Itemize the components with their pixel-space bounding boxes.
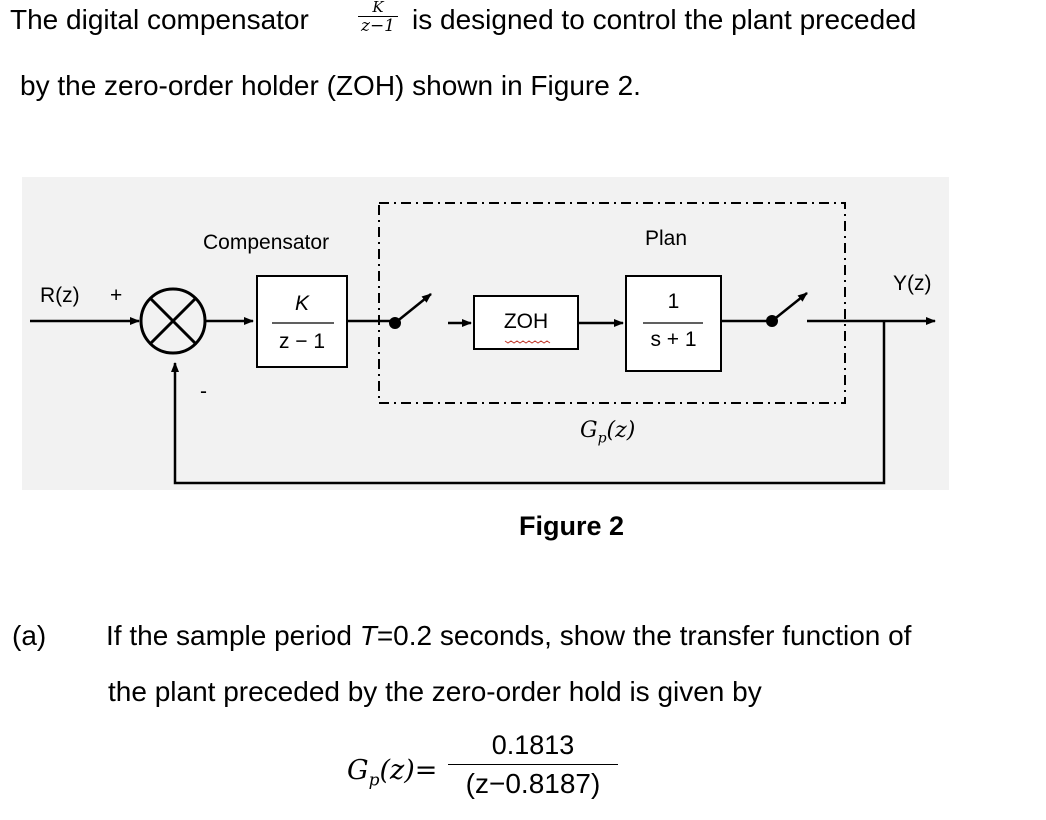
intro-frac-bar xyxy=(358,16,398,17)
gp-label: Gp(z) xyxy=(580,418,636,447)
plant-block-den: s + 1 xyxy=(650,328,697,351)
intro-frac-den: z−1 xyxy=(360,16,396,36)
comp-block-num: K xyxy=(294,292,309,315)
zoh-label: ZOH xyxy=(503,310,549,333)
intro-text-after: is designed to control the plant precede… xyxy=(412,4,917,35)
compensator-fraction: K z−1 xyxy=(358,0,398,35)
question-line-2: the plant preceded by the zero-order hol… xyxy=(108,676,762,707)
minus-sign: - xyxy=(200,380,207,403)
question-label: (a) xyxy=(12,620,47,651)
output-label: Y(z) xyxy=(893,272,932,295)
compensator-label: Compensator xyxy=(203,231,330,254)
sampler-1-switch xyxy=(394,293,432,324)
plant-block-num: 1 xyxy=(667,290,680,313)
equation-denominator: (z−0.8187) xyxy=(465,768,601,799)
intro-text-after-wrap: is designed to control the plant precede… xyxy=(412,4,916,36)
compensator-block xyxy=(256,275,348,368)
comp-block-den: z − 1 xyxy=(278,330,326,353)
zoh-block xyxy=(473,295,579,350)
equation-numerator: 0.1813 xyxy=(491,730,575,760)
plant-dashed-boundary xyxy=(378,202,846,404)
plant-label: Plan xyxy=(645,227,688,250)
summing-junction xyxy=(139,287,207,355)
figure-caption: Figure 2 xyxy=(519,511,625,541)
sampler-2-switch xyxy=(771,292,808,322)
intro-line-2: by the zero-order holder (ZOH) shown in … xyxy=(20,70,641,101)
question-line-1: If the sample period T=0.2 seconds, show… xyxy=(106,620,912,651)
input-label: R(z) xyxy=(40,284,80,307)
intro-line-1: The digital compensator xyxy=(10,4,309,36)
equation-fraction: 0.1813 (z−0.8187) xyxy=(448,730,618,800)
intro-text-before: The digital compensator xyxy=(10,4,309,35)
equation-lhs: Gp(z)= xyxy=(347,755,438,791)
plus-sign: + xyxy=(110,284,123,307)
feedback-path xyxy=(171,321,886,485)
zoh-underline-squiggle xyxy=(504,340,551,344)
intro-frac-num: K xyxy=(372,0,384,16)
equation-fraction-bar xyxy=(448,764,618,765)
